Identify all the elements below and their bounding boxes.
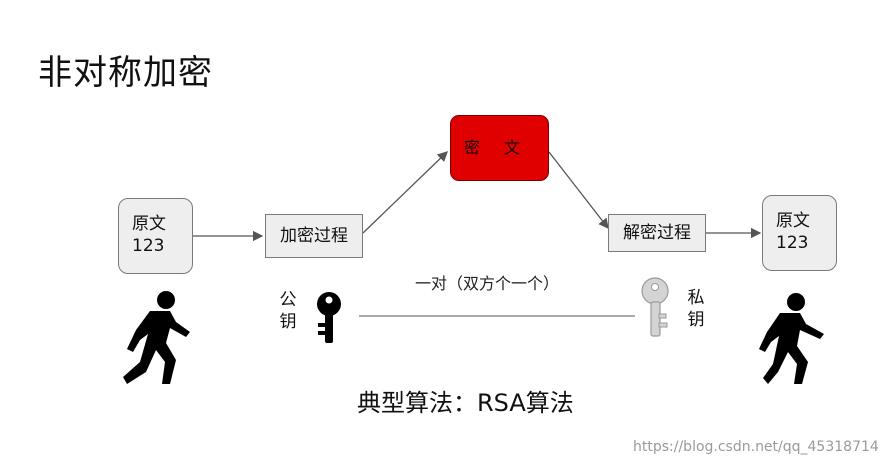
walking-person-icon (759, 293, 824, 384)
decrypt-process-label: 解密过程 (623, 223, 691, 243)
ciphertext-char-2: 文 (504, 138, 521, 157)
algorithm-caption: 典型算法：RSA算法 (357, 389, 574, 417)
private-key-char-2: 钥 (687, 310, 705, 330)
encrypt-process-box: 加密过程 (265, 214, 363, 258)
plaintext-value: 123 (132, 236, 165, 256)
public-key-char-2: 钥 (279, 312, 297, 332)
arrow-encrypt-to-cipher (362, 151, 448, 234)
watermark-url: https://blog.csdn.net/qq_45318714 (633, 439, 879, 455)
plaintext-label: 原文 (776, 211, 810, 231)
private-key-char-1: 私 (687, 288, 705, 308)
black-key-icon (317, 292, 341, 343)
plaintext-box-sender: 原文 123 (118, 198, 193, 274)
silver-key-icon (641, 277, 669, 337)
walking-person-icon (123, 291, 190, 384)
key-pair-label: 一对（双方个一个） (415, 274, 560, 293)
plaintext-value: 123 (776, 233, 809, 253)
public-key-label: 公 钥 (279, 289, 297, 333)
plaintext-label: 原文 (132, 214, 166, 234)
encrypt-process-label: 加密过程 (280, 226, 348, 246)
plaintext-box-receiver: 原文 123 (762, 195, 837, 271)
private-key-label: 私 钥 (687, 287, 705, 331)
public-key-char-1: 公 (279, 290, 297, 310)
arrow-cipher-to-decrypt (548, 151, 609, 230)
decrypt-process-box: 解密过程 (608, 214, 706, 252)
ciphertext-box: 密文 (450, 115, 549, 181)
ciphertext-char-1: 密 (464, 138, 505, 157)
page-title: 非对称加密 (38, 53, 213, 93)
